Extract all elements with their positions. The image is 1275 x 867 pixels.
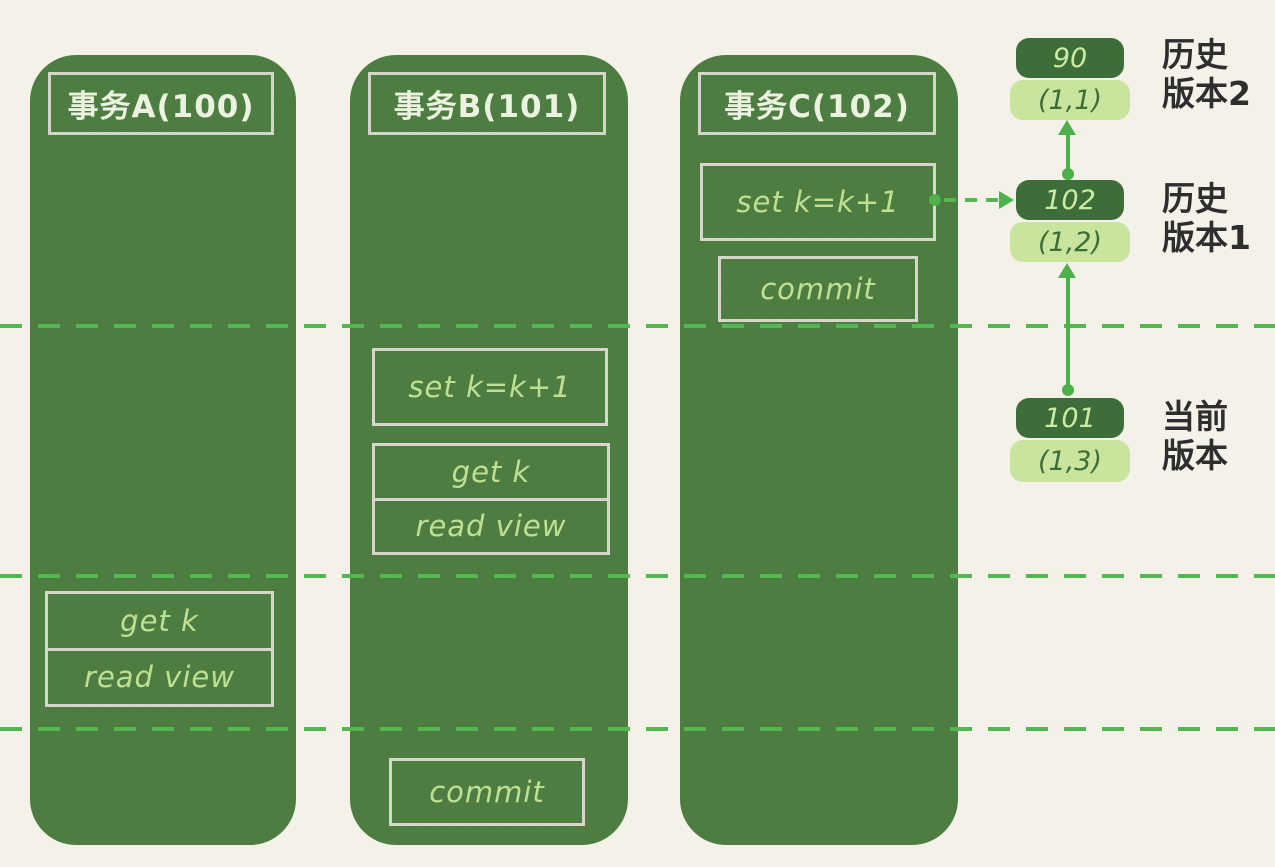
txn-b-commit-box: commit [389,758,585,826]
timeline-dashed-line-3 [0,727,1275,731]
undo-arrow-line-1 [1066,132,1070,174]
timeline-dashed-line-2 [0,574,1275,578]
timeline-dashed-line-1 [0,324,1275,328]
connector-arrowhead-icon [999,191,1014,209]
txn-c-set-box: set k=k+1 [700,163,936,241]
current-version-label-line1: 当前 [1162,397,1228,436]
version1-txn-pill: 102 [1016,180,1124,220]
lane-b-title: 事务B(101) [368,72,606,135]
current-version-label: 当前 版本 [1162,397,1228,476]
version1-label-line2: 版本1 [1162,217,1251,257]
version1-label: 历史 版本1 [1162,179,1251,258]
version2-label-line1: 历史 [1162,35,1228,74]
version2-row-pill: (1,1) [1010,80,1130,120]
current-version-label-line2: 版本 [1162,435,1228,475]
connector-dash-line [944,198,998,202]
undo-arrow-line-2 [1066,275,1070,387]
txn-b-get-row: get k [451,454,531,489]
transaction-lane-a [30,55,296,845]
version2-label: 历史 版本2 [1162,35,1251,114]
version1-row-pill: (1,2) [1010,222,1130,262]
txn-b-get-read-box: get k read view [372,443,610,555]
undo-arrowhead-2-icon [1058,263,1076,278]
lane-a-title: 事务A(100) [48,72,274,135]
undo-arrow-dot-2 [1062,384,1074,396]
current-version-row-pill: (1,3) [1010,440,1130,482]
transaction-lane-c [680,55,958,845]
version1-label-line1: 历史 [1162,179,1228,218]
lane-c-title: 事务C(102) [698,72,936,135]
undo-arrowhead-1-icon [1058,120,1076,135]
current-version-txn-pill: 101 [1016,398,1124,438]
undo-arrow-dot-1 [1062,168,1074,180]
version2-label-line2: 版本2 [1162,73,1251,113]
txn-a-get-row: get k [120,603,199,638]
connector-start-dot [929,194,941,206]
txn-c-commit-box: commit [718,256,918,322]
txn-b-set-box: set k=k+1 [372,348,608,426]
version2-txn-pill: 90 [1016,38,1124,78]
txn-a-read-view-row: read view [48,647,271,705]
txn-a-get-read-box: get k read view [45,591,274,707]
transaction-lane-b [350,55,628,845]
txn-b-read-view-row: read view [375,497,607,553]
